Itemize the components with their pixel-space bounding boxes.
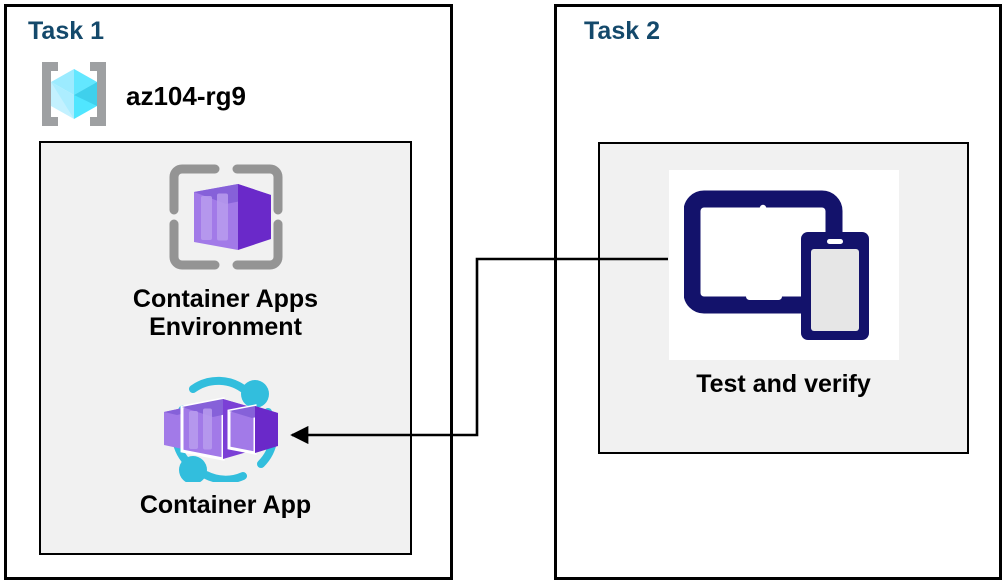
task-2-label: Task 2 [584,17,660,45]
resource-group-name: az104-rg9 [126,81,246,111]
resource-group-icon [36,58,112,135]
container-app-icon [151,374,301,487]
container-apps-environment-label: Container Apps Environment [132,285,319,341]
node-test-and-verify: Test and verify [598,170,969,398]
resource-group-row: az104-rg9 [36,58,246,135]
container-apps-environment-icon [163,158,289,281]
node-container-app: Container App [39,374,412,519]
test-and-verify-label: Test and verify [696,370,871,398]
container-app-label: Container App [139,491,312,519]
node-container-apps-environment: Container Apps Environment [39,158,412,341]
task-1-label: Task 1 [28,17,104,45]
devices-icon [668,170,899,360]
